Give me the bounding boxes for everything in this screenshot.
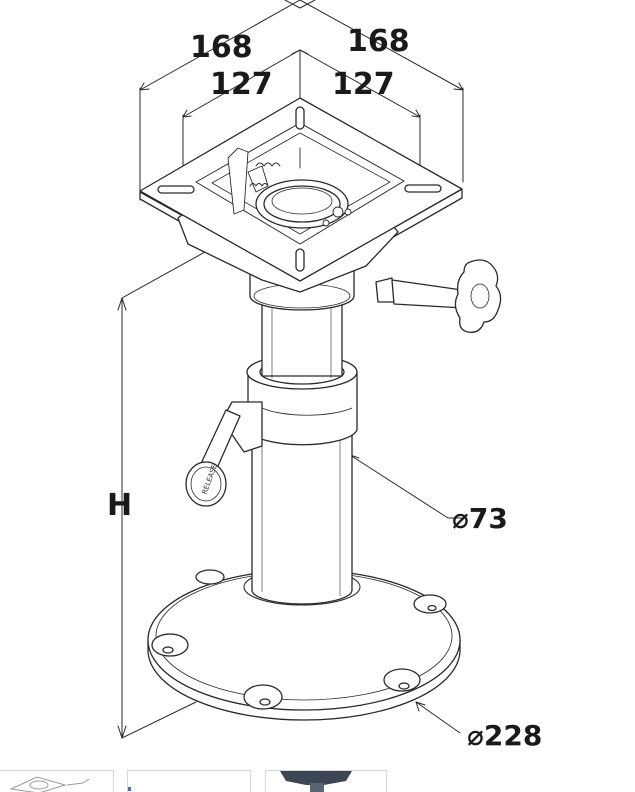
swivel-spring-mechanism bbox=[227, 147, 352, 227]
lower-column bbox=[251, 429, 353, 605]
height-label: H bbox=[107, 488, 132, 523]
plate-mounting-slots bbox=[157, 106, 442, 272]
thumbnail-dark-pedestal[interactable] bbox=[265, 770, 387, 792]
base-mounting-holes bbox=[151, 569, 447, 710]
thumbnail-blank[interactable] bbox=[127, 770, 251, 792]
swivel-lock-knob bbox=[375, 259, 502, 333]
round-base-plate bbox=[147, 568, 461, 721]
outer-width-left-label: 168 bbox=[190, 30, 253, 65]
hole-spacing-right-label: 127 bbox=[332, 67, 395, 102]
release-lever: RELEASE bbox=[185, 401, 263, 507]
base-diameter-label: ⌀228 bbox=[467, 719, 542, 752]
column-diameter-label: ⌀73 bbox=[452, 502, 508, 535]
dimension-lines bbox=[117, 0, 464, 739]
upper-column bbox=[261, 299, 343, 379]
hole-spacing-left-label: 127 bbox=[210, 67, 273, 102]
outer-width-right-label: 168 bbox=[347, 24, 410, 59]
thumbnail-strip bbox=[0, 770, 635, 792]
thumbnail-swivel-plate[interactable] bbox=[0, 770, 114, 792]
seat-mounting-plate bbox=[139, 97, 463, 293]
